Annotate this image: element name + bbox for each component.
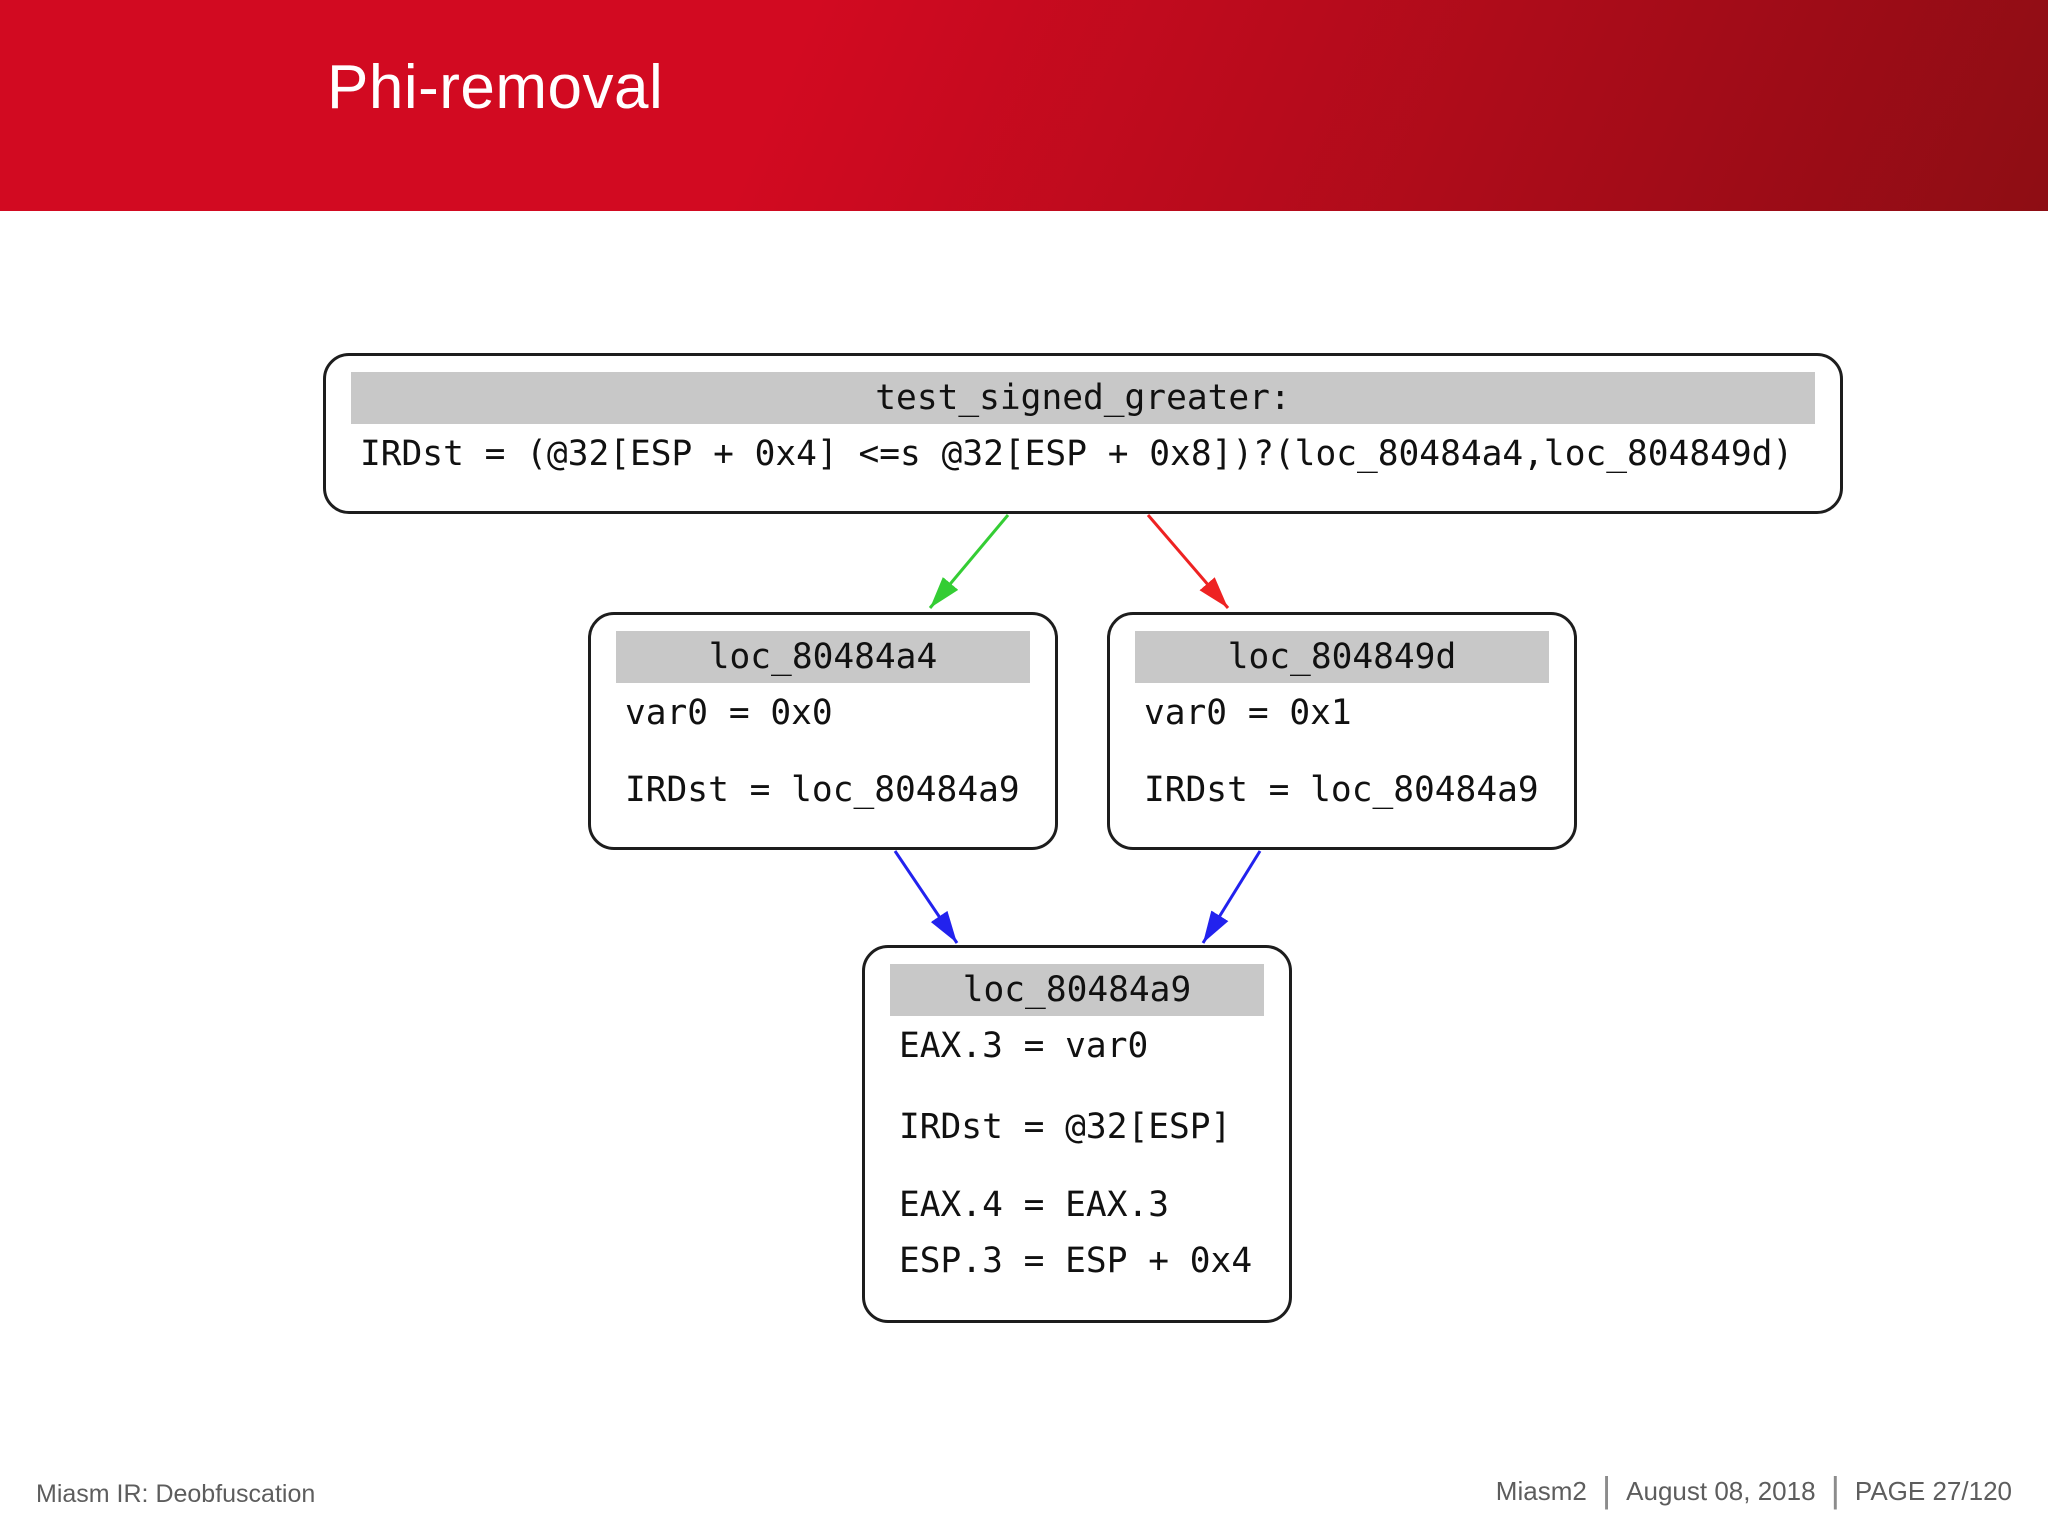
node-loc-80484a9: loc_80484a9 EAX.3 = var0 IRDst = @32[ESP… bbox=[862, 945, 1292, 1323]
node-title: test_signed_greater: bbox=[875, 378, 1291, 418]
ir-statement: ESP.3 = ESP + 0x4 bbox=[899, 1241, 1253, 1281]
node-loc-804849d: loc_804849d var0 = 0x1 IRDst = loc_80484… bbox=[1107, 612, 1577, 850]
footer-meta: Miasm2 | August 08, 2018 | PAGE 27/120 bbox=[1495, 1468, 2012, 1510]
node-titlebar: test_signed_greater: bbox=[351, 372, 1815, 424]
node-title: loc_804849d bbox=[1227, 637, 1457, 677]
page-title: Phi-removal bbox=[327, 53, 664, 122]
node-titlebar: loc_804849d bbox=[1135, 631, 1549, 683]
footer-page-number: PAGE 27/120 bbox=[1854, 1476, 2012, 1506]
footer-project: Miasm2 bbox=[1495, 1476, 1587, 1506]
node-title: loc_80484a4 bbox=[708, 637, 938, 677]
node-titlebar: loc_80484a9 bbox=[890, 964, 1264, 1016]
ir-statement: var0 = 0x0 bbox=[625, 693, 833, 733]
ir-statement: IRDst = loc_80484a9 bbox=[625, 770, 1020, 810]
ir-statement: EAX.3 = var0 bbox=[899, 1026, 1149, 1066]
ir-statement: EAX.4 = EAX.3 bbox=[899, 1185, 1170, 1225]
edge-right-to-merge bbox=[1201, 850, 1262, 944]
node-title: loc_80484a9 bbox=[962, 970, 1192, 1010]
node-loc-80484a4: loc_80484a4 var0 = 0x0 IRDst = loc_80484… bbox=[588, 612, 1058, 850]
footer-separator: | bbox=[1601, 1468, 1612, 1510]
ir-statement: var0 = 0x1 bbox=[1144, 693, 1352, 733]
ir-statement: IRDst = loc_80484a9 bbox=[1144, 770, 1539, 810]
footer-deck-title: Miasm IR: Deobfuscation bbox=[36, 1480, 316, 1508]
footer-separator: | bbox=[1830, 1468, 1840, 1510]
header-banner: Phi-removal bbox=[0, 0, 2048, 211]
edge-cond-false bbox=[1146, 514, 1230, 609]
node-test-signed-greater: test_signed_greater: IRDst = (@32[ESP + … bbox=[323, 353, 1843, 514]
ir-statement: IRDst = @32[ESP] bbox=[899, 1107, 1232, 1147]
edge-left-to-merge bbox=[893, 850, 959, 944]
edge-cond-true bbox=[928, 514, 1010, 609]
ir-statement: IRDst = (@32[ESP + 0x4] <=s @32[ESP + 0x… bbox=[360, 434, 1794, 474]
footer-date: August 08, 2018 bbox=[1626, 1476, 1816, 1506]
node-titlebar: loc_80484a4 bbox=[616, 631, 1030, 683]
